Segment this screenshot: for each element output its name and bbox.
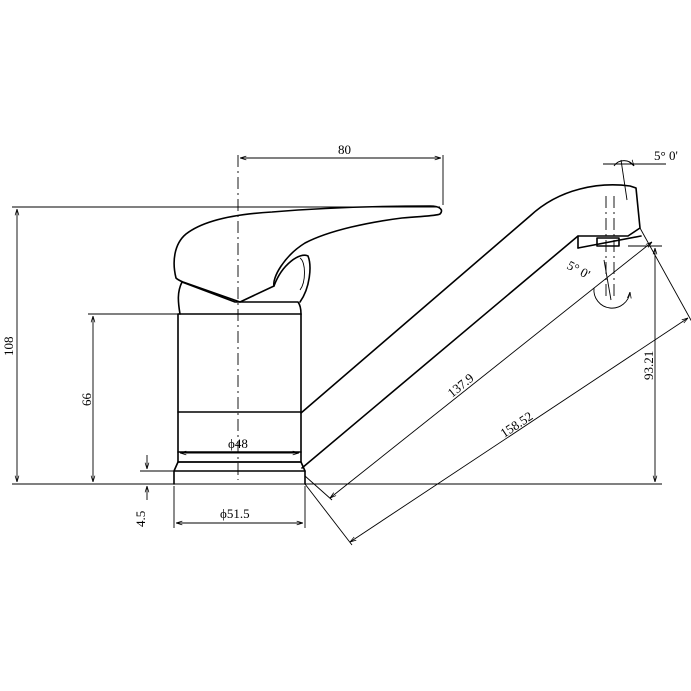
dim-label-108: 108	[1, 337, 16, 357]
dimension-phi48: ϕ48	[180, 436, 299, 453]
base-flange	[173, 461, 306, 485]
dim-label-4-5: 4.5	[133, 511, 148, 527]
handle-collar	[177, 281, 302, 315]
handle-knob	[299, 257, 305, 291]
dim-label-80: 80	[338, 142, 351, 157]
angle-label-bottom: 5° 0'	[565, 257, 593, 281]
dim-label-phi51-5: ϕ51.5	[220, 506, 250, 521]
dimension-93-21: 93.21	[628, 245, 662, 482]
angle-label-top: 5° 0'	[654, 148, 678, 163]
dim-label-137-9: 137.9	[444, 370, 476, 400]
dim-label-phi48: ϕ48	[228, 436, 248, 451]
angle-annotation-bottom: 5° 0'	[565, 257, 630, 309]
dim-label-66: 66	[79, 393, 94, 407]
dim-label-93-21: 93.21	[641, 351, 656, 380]
dimension-66: 66	[79, 313, 178, 482]
dimension-4-5: 4.5	[133, 455, 174, 527]
dimension-108: 108	[1, 206, 440, 482]
dimension-phi51-5: ϕ51.5	[173, 486, 306, 528]
angle-annotation-top: 5° 0'	[603, 148, 678, 201]
dimension-137-9: 137.9	[304, 242, 652, 501]
dimension-80: 80	[240, 142, 444, 205]
dimension-158-52: 158.52	[304, 227, 691, 546]
lever-handle	[173, 205, 443, 303]
dim-label-158-52: 158.52	[497, 408, 535, 440]
lever-underside	[273, 254, 311, 303]
